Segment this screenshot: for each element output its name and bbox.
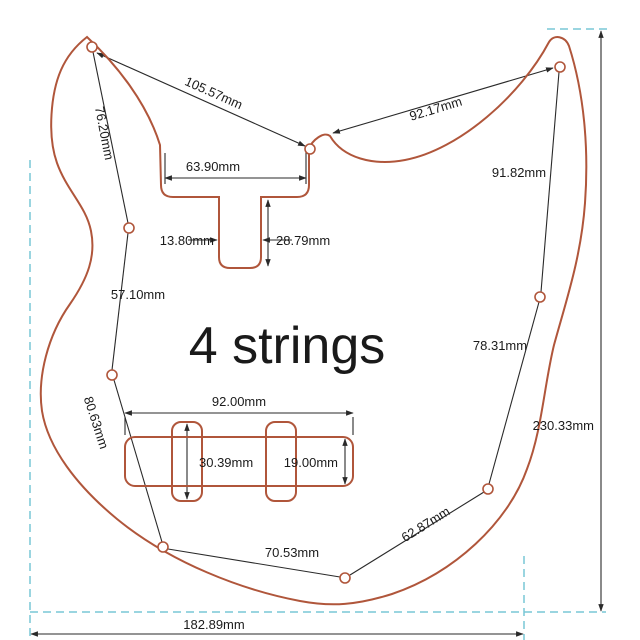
screw-link-line-bottom-right: [349, 491, 485, 576]
pickup-cutout-ear-right: [265, 421, 297, 502]
dimension-line-top-right: [332, 67, 554, 134]
dimension-label-truss-width: 13.80mm: [160, 233, 214, 248]
screw-hole-top-left: [86, 41, 98, 53]
dimension-label-left-lower: 80.63mm: [81, 395, 112, 451]
screw-link-line-bottom-left: [167, 548, 341, 578]
dimension-lines: [30, 30, 604, 637]
screw-hole-bottom-left: [157, 541, 169, 553]
page-title: 4 strings: [189, 317, 386, 375]
screw-hole-right-mid: [534, 291, 546, 303]
dimension-label-right-lower: 78.31mm: [473, 338, 527, 353]
pickguard: [39, 35, 588, 606]
dimension-label-overall-width: 182.89mm: [183, 617, 244, 632]
screw-hole-neck-pocket: [304, 143, 316, 155]
dimension-label-horn-left: 76.20mm: [92, 105, 117, 161]
pickup-cutout-ear-left: [171, 421, 203, 502]
dimension-label-bottom-left: 70.53mm: [265, 545, 319, 560]
dimension-label-pickup-body-height: 19.00mm: [284, 455, 338, 470]
screw-hole-left-upper: [123, 222, 135, 234]
screw-link-line-right-upper: [540, 71, 560, 293]
pickup-cutout-body: [124, 436, 354, 487]
screw-hole-bottom-center: [339, 572, 351, 584]
dimension-labels: 105.57mm 92.17mm 76.20mm 63.90mm 91.82mm…: [81, 74, 594, 632]
screw-link-line-left-lower: [113, 379, 163, 543]
guide-lines: [29, 28, 607, 640]
dimension-label-top-right: 92.17mm: [408, 94, 464, 124]
screw-holes: [86, 41, 566, 584]
dimension-label-pickup-ear-height: 30.39mm: [199, 455, 253, 470]
dimension-label-bottom-right: 62.87mm: [399, 503, 453, 544]
dimension-label-pickup-width: 92.00mm: [212, 394, 266, 409]
screw-link-line-left-upper: [111, 232, 129, 371]
screw-link-line-right-lower: [488, 301, 540, 485]
dimension-label-left-upper: 57.10mm: [111, 287, 165, 302]
screw-hole-bottom-right: [482, 483, 494, 495]
screw-hole-top-right: [554, 61, 566, 73]
pickguard-outline: [39, 35, 588, 606]
screw-hole-left-mid: [106, 369, 118, 381]
dimension-line-top-left: [96, 52, 306, 147]
dimension-label-top-left: 105.57mm: [183, 74, 245, 113]
dimension-label-truss-depth: 28.79mm: [276, 233, 330, 248]
dimension-label-pocket-width: 63.90mm: [186, 159, 240, 174]
dimension-label-right-upper: 91.82mm: [492, 165, 546, 180]
dimension-label-overall-height: 230.33mm: [533, 418, 594, 433]
